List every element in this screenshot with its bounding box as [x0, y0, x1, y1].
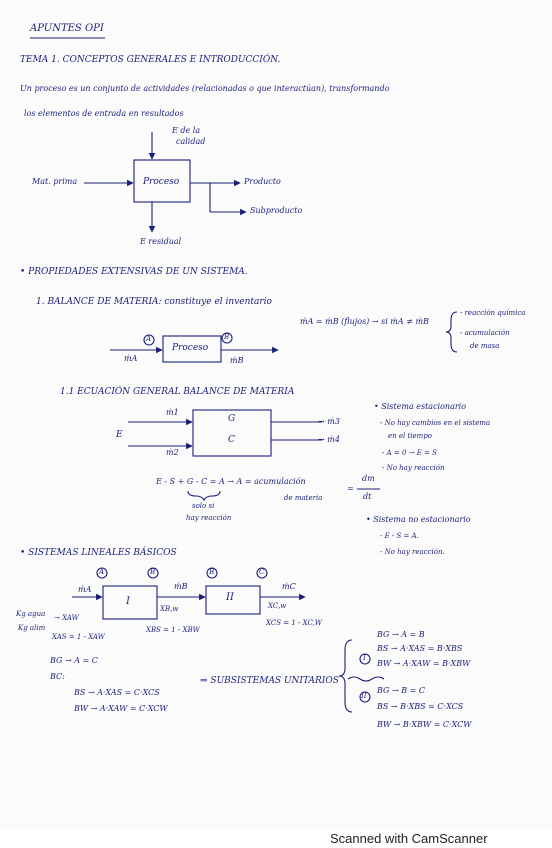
sys-mA: ṁA — [78, 585, 92, 594]
roman-II: II — [361, 692, 367, 700]
ecuacion-heading: 1.1 ECUACIÓN GENERAL BALANCE DE MATERIA — [60, 387, 295, 397]
no-estacionario-title: • Sistema no estacionario — [366, 515, 471, 524]
notebook-page: APUNTES OPI TEMA 1. CONCEPTOS GENERALES … — [16, 23, 526, 729]
tema-heading: TEMA 1. CONCEPTOS GENERALES E INTRODUCCI… — [20, 55, 281, 65]
brace-item-1: - reacción química — [460, 309, 526, 317]
diagram1-top-label-1: E de la — [172, 126, 201, 135]
de-materia: de materia — [284, 494, 323, 502]
sistemas-heading: • SISTEMAS LINEALES BÁSICOS — [20, 548, 177, 558]
flow-m3: → ṁ3 — [318, 417, 340, 426]
balance-equation: ṁA = ṁB (flujos) → si ṁA ≠ ṁB — [300, 317, 429, 326]
flow-m1: ṁ1 — [166, 408, 179, 417]
s1-bg: BG → A = B — [377, 630, 425, 639]
label-E: E — [116, 430, 123, 440]
estacionario-2: en el tiempo — [388, 432, 433, 440]
diagram1-output-subproduct: Subproducto — [250, 206, 303, 215]
definition-line-1: Un proceso es un conjunto de actividades… — [20, 84, 390, 93]
hand-drawn-diagrams — [30, 37, 458, 713]
definition-line-2: los elementos de entrada en resultados — [24, 109, 184, 118]
subsystem-I-label: I — [126, 596, 130, 607]
brace-item-2: - acumulación — [460, 329, 510, 337]
propiedades-heading: • PROPIEDADES EXTENSIVAS DE UN SISTEMA. — [20, 267, 248, 277]
roman-I: I — [363, 654, 366, 662]
diagram1-box-label: Proceso — [143, 177, 180, 187]
general-formula: E - S + G - C = A → A = acumulación — [156, 477, 306, 486]
diagram1-top-label-2: calidad — [176, 137, 206, 146]
bw-global: BW → A·XAW = C·XCW — [74, 704, 168, 713]
xAS-label: XAS = 1 - XAW — [52, 633, 105, 641]
flow-m2: ṁ2 — [166, 448, 179, 457]
sys-mC: ṁC — [282, 582, 296, 591]
label-C: C — [228, 435, 235, 445]
page-title: APUNTES OPI — [30, 23, 104, 34]
subsystem-box-II — [205, 585, 261, 615]
xC-label: XC,w — [268, 602, 287, 610]
proceso-box-2 — [162, 335, 222, 363]
estacionario-3: - A = 0 → E = S — [382, 449, 437, 457]
s2-bs: BS → B·XBS = C·XCS — [377, 702, 464, 711]
subsystem-II-label: II — [226, 592, 234, 603]
s1-bw: BW → A·XAW = B·XBW — [377, 659, 471, 668]
flow-mA: ṁA — [124, 354, 138, 363]
stream-B-2: B — [209, 568, 215, 576]
estacionario-title: • Sistema estacionario — [374, 402, 467, 411]
fraction-dt: dt — [363, 492, 372, 501]
stream-B-1: B — [150, 568, 156, 576]
fraction-dm: dm — [362, 474, 375, 483]
kg-agua: Kg agua — [16, 610, 46, 618]
node-B: B — [224, 333, 230, 341]
s2-bg: BG → B = C — [377, 686, 425, 695]
no-estacionario-1: - E - S = A. — [380, 532, 419, 540]
bs-global: BS → A·XAS = C·XCS — [74, 688, 160, 697]
stream-C: C — [259, 568, 265, 576]
diagram1-bottom-label: E residual — [140, 237, 182, 246]
system-box — [192, 409, 272, 457]
balance-heading: 1. BALANCE DE MATERIA: constituye el inv… — [36, 297, 272, 307]
hay-reaccion: hay reacción — [186, 514, 232, 522]
bg-global: BG → A = C — [50, 656, 98, 665]
proceso-box-1 — [133, 159, 191, 203]
diagram1-output-product: Producto — [244, 177, 281, 186]
estacionario-4: - No hay reacción — [382, 464, 445, 472]
fraction-eq: = — [347, 484, 354, 493]
flow-mB: ṁB — [230, 356, 244, 365]
s1-bs: BS → A·XAS = B·XBS — [377, 644, 463, 653]
subsystem-box-I — [102, 585, 158, 620]
sys-mB: ṁB — [174, 582, 188, 591]
camscanner-watermark: Scanned with CamScanner — [330, 831, 488, 846]
no-estacionario-2: - No hay reacción. — [380, 548, 445, 556]
solo-si: solo si — [192, 502, 215, 510]
node-A: A — [146, 335, 152, 343]
bc-global: BC: — [50, 672, 65, 681]
label-G: G — [228, 414, 236, 424]
brace-item-3: de masa — [470, 342, 500, 350]
s2-bw: BW → B·XBW = C·XCW — [377, 720, 472, 729]
balance-box-label: Proceso — [172, 343, 209, 353]
estacionario-1: - No hay cambios en el sistema — [380, 419, 491, 427]
flow-m4: → ṁ4 — [318, 435, 340, 444]
xCS-label: XCS = 1 - XC,W — [266, 619, 322, 627]
xBS-label: XBS = 1 - XBW — [146, 626, 200, 634]
kg-alim: Kg alim — [18, 624, 46, 632]
diagram1-input-label: Mat. prima — [32, 177, 78, 186]
stream-A: A — [99, 568, 105, 576]
subsistemas-label: ⇒ SUBSISTEMAS UNITARIOS — [200, 676, 339, 686]
xB-label: XB,w — [160, 605, 179, 613]
xAw-label: → XAW — [54, 614, 79, 622]
